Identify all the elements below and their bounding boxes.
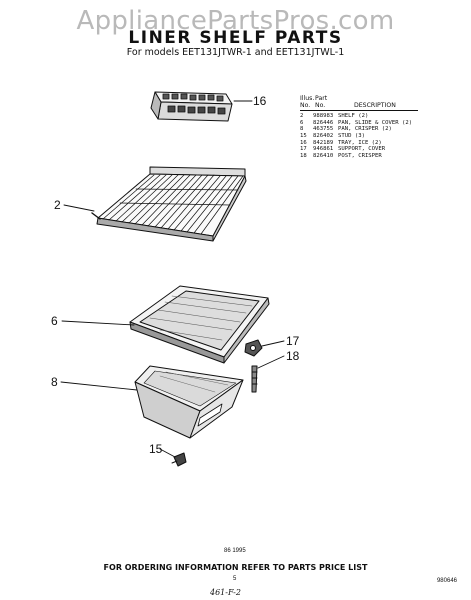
header-illus: Illus. bbox=[300, 95, 315, 102]
stud-drawing bbox=[171, 452, 187, 467]
table-row: 15 826402 STUD (3) bbox=[300, 133, 418, 140]
row-part: 826410 bbox=[313, 152, 334, 159]
row-part: 463755 bbox=[313, 126, 334, 133]
crisper-cover-drawing bbox=[129, 285, 270, 364]
callout-16: 16 bbox=[253, 94, 267, 108]
table-row: 16 842189 TRAY, ICE (2) bbox=[300, 140, 418, 147]
header-rule bbox=[300, 110, 418, 112]
header-description: DESCRIPTION bbox=[354, 101, 396, 109]
callout-15: 15 bbox=[149, 442, 163, 456]
page-title: LINER SHELF PARTS bbox=[128, 28, 343, 48]
row-part: 988983 bbox=[313, 113, 334, 120]
row-part: 946861 bbox=[313, 146, 334, 153]
callout-2: 2 bbox=[54, 198, 61, 212]
row-desc: PAN, CRISPER (2) bbox=[338, 126, 392, 133]
crisper-post-drawing bbox=[251, 365, 258, 393]
cover-support-drawing bbox=[244, 339, 263, 357]
parts-table-header-top: Illus. Part bbox=[300, 95, 418, 103]
row-illus: 2 bbox=[300, 113, 304, 120]
handwritten-note: 461-F-2 bbox=[210, 588, 241, 597]
ordering-info-footer: FOR ORDERING INFORMATION REFER TO PARTS … bbox=[103, 563, 368, 572]
row-illus: 6 bbox=[300, 119, 304, 126]
callout-18: 18 bbox=[286, 349, 300, 363]
row-part: 826402 bbox=[313, 132, 334, 139]
header-no-1: No. bbox=[300, 101, 311, 109]
table-row: 18 826410 POST, CRISPER bbox=[300, 153, 418, 160]
row-desc: SUPPORT, COVER bbox=[338, 146, 386, 153]
callout-6: 6 bbox=[51, 314, 58, 328]
row-illus: 8 bbox=[300, 126, 304, 133]
reference-mark: 86 1995 bbox=[224, 548, 246, 554]
row-illus: 17 bbox=[300, 146, 307, 153]
leader-lines bbox=[60, 100, 285, 458]
model-subtitle: For models EET131JTWR-1 and EET131JTWL-1 bbox=[126, 47, 345, 58]
ice-tray-drawing bbox=[150, 91, 233, 122]
row-desc: SHELF (2) bbox=[338, 113, 369, 120]
wire-shelf-drawing bbox=[91, 166, 247, 242]
header-no-2: No. bbox=[315, 101, 326, 109]
row-illus: 15 bbox=[300, 132, 307, 139]
parts-table-header-bottom: No. No. DESCRIPTION bbox=[300, 101, 418, 110]
header-part: Part bbox=[315, 95, 328, 102]
table-row: 2 988983 SHELF (2) bbox=[300, 113, 418, 120]
row-desc: STUD (3) bbox=[338, 132, 365, 139]
row-part: 826446 bbox=[313, 119, 334, 126]
callout-8: 8 bbox=[51, 375, 58, 389]
row-illus: 16 bbox=[300, 139, 307, 146]
page-number: 5 bbox=[233, 576, 237, 582]
table-row: 6 826446 PAN, SLIDE & COVER (2) bbox=[300, 120, 418, 127]
watermark: AppliancePartsPros.com bbox=[76, 6, 395, 36]
crisper-pan-drawing bbox=[134, 365, 244, 439]
table-row: 17 946861 SUPPORT, COVER bbox=[300, 146, 418, 153]
row-illus: 18 bbox=[300, 152, 307, 159]
row-desc: PAN, SLIDE & COVER (2) bbox=[338, 119, 413, 126]
callout-17: 17 bbox=[286, 334, 300, 348]
row-desc: POST, CRISPER bbox=[338, 152, 382, 159]
row-desc: TRAY, ICE (2) bbox=[338, 139, 382, 146]
row-part: 842189 bbox=[313, 139, 334, 146]
document-code: 980646 bbox=[436, 578, 457, 584]
table-row: 8 463755 PAN, CRISPER (2) bbox=[300, 126, 418, 133]
